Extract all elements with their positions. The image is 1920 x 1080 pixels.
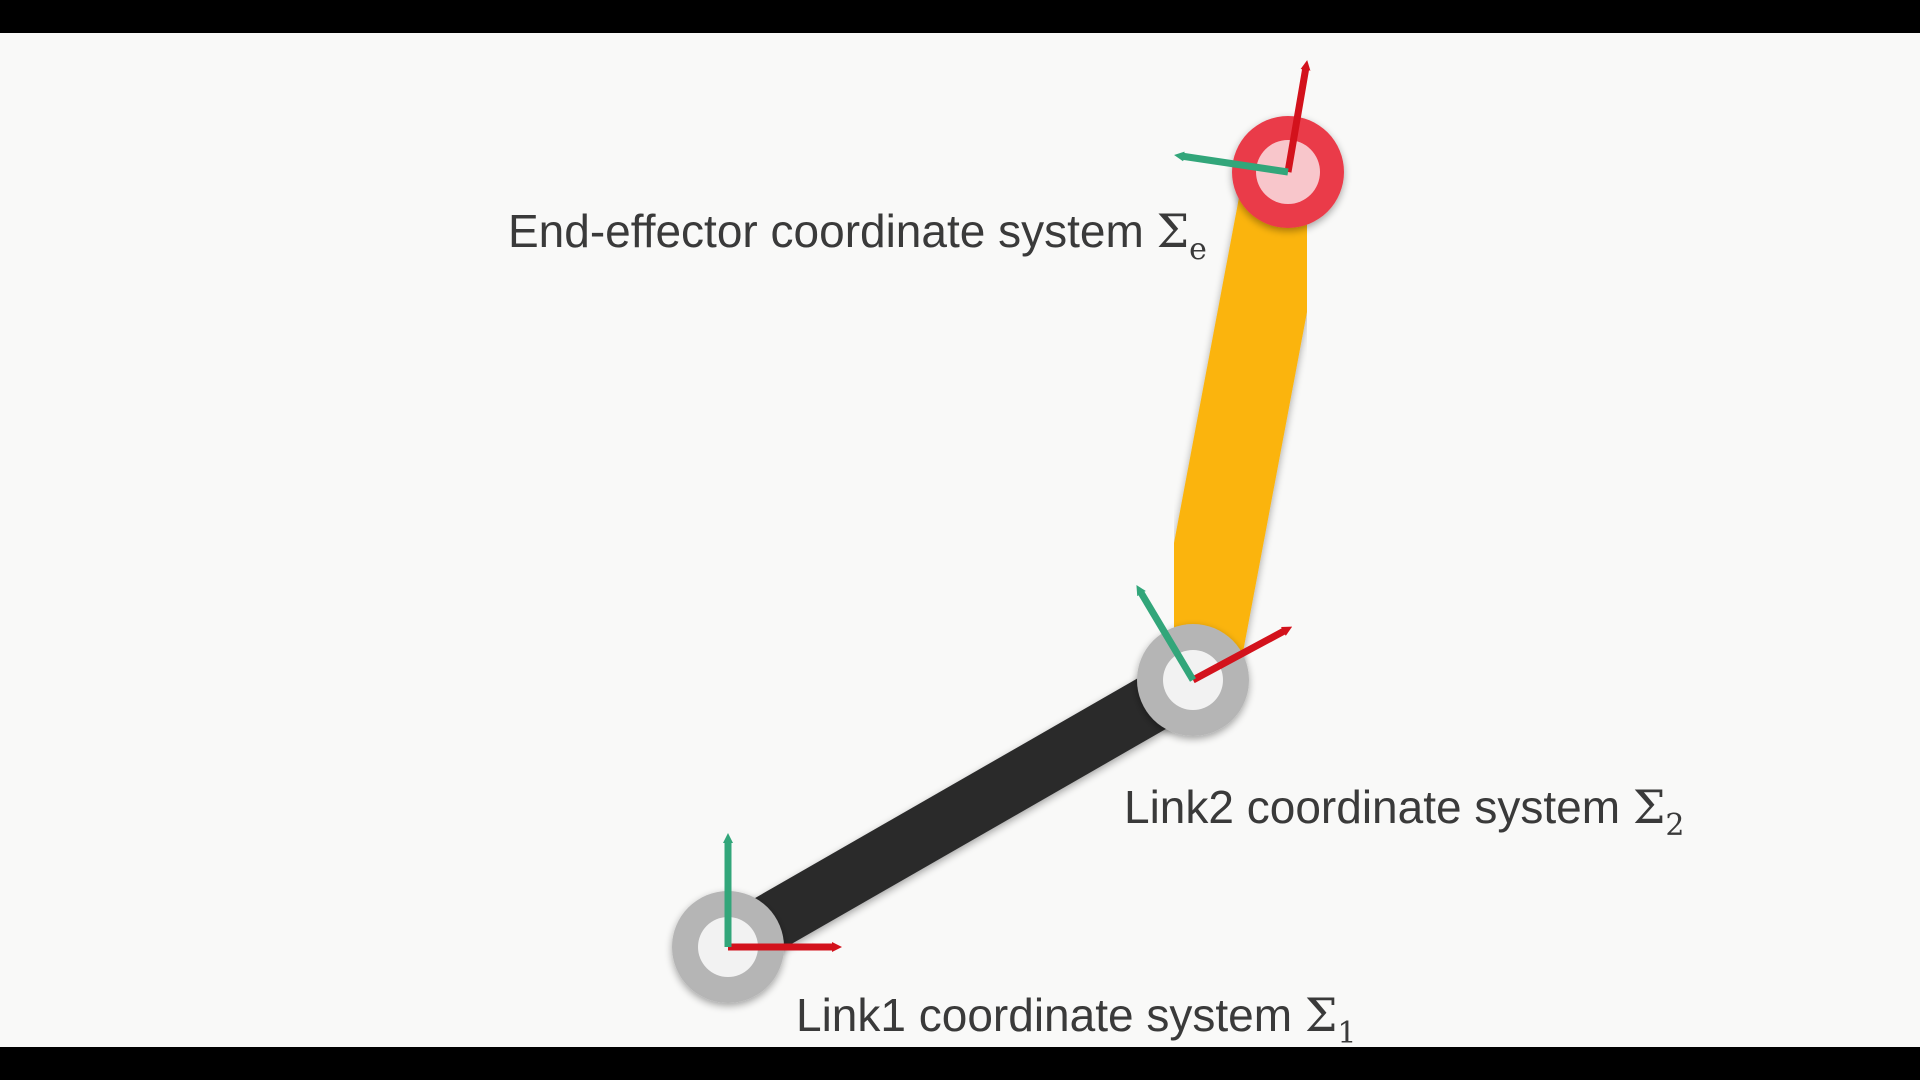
frame2-x-axis xyxy=(1191,626,1293,684)
label-link1: Link1 coordinate system Σ1 xyxy=(796,988,1356,1051)
end-effector-x-axis xyxy=(1284,60,1311,173)
link2-bar xyxy=(1149,166,1332,689)
label-end-effector: End-effector coordinate system Σe xyxy=(508,204,1207,267)
frame2-y-axis xyxy=(1136,584,1197,682)
link1-bar xyxy=(713,654,1208,973)
letterbox-top xyxy=(0,0,1920,33)
end-effector-y-axis xyxy=(1174,151,1289,176)
diagram-canvas xyxy=(0,33,1920,1047)
label-link2: Link2 coordinate system Σ2 xyxy=(1124,780,1684,843)
letterbox-bottom xyxy=(0,1047,1920,1080)
